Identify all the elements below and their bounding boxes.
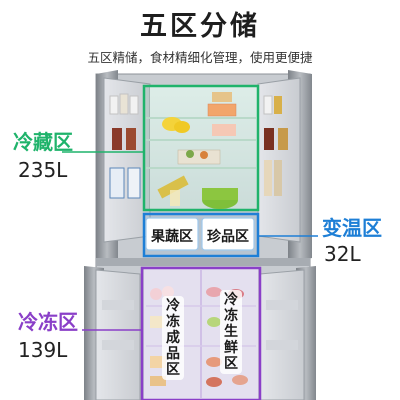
page-title: 五区分储 — [140, 11, 260, 42]
glass — [170, 190, 180, 206]
fruit-veg-drawer-label: 果蔬区 — [151, 229, 193, 245]
door-bin — [102, 300, 134, 310]
frozen-food — [206, 357, 222, 367]
dish-food — [186, 150, 194, 158]
frozen-food — [150, 376, 166, 386]
wine-bottle — [157, 175, 189, 199]
freezer-finished-label: 冷冻成品区 — [162, 296, 184, 380]
door-bottle — [119, 93, 129, 115]
pot-body — [202, 188, 238, 200]
food-box — [207, 103, 237, 117]
food-tray — [212, 124, 236, 136]
lemon — [174, 121, 190, 133]
fridge-zone-capacity: 235L — [18, 158, 68, 182]
fruit-veg-drawer — [145, 217, 199, 251]
treasure-drawer-label: 珍品区 — [207, 229, 249, 245]
door-bottle — [274, 96, 282, 114]
frozen-food — [162, 286, 174, 298]
door-bottle — [278, 128, 288, 150]
page-subtitle: 五区精储，食材精细化管理，使用更便捷 — [87, 50, 313, 65]
frozen-food — [232, 375, 248, 385]
convert-zone-capacity: 32L — [324, 242, 361, 266]
right-lower-door-inner — [259, 269, 305, 400]
frozen-food — [150, 288, 162, 300]
middle-divider — [96, 258, 310, 266]
frozen-food — [206, 377, 222, 387]
door-bottle — [109, 95, 119, 115]
door-bottle — [274, 160, 282, 196]
frozen-food — [207, 317, 221, 327]
door-bin — [266, 300, 298, 310]
door-bottle — [264, 160, 272, 196]
door-bin — [102, 340, 134, 350]
door-bottle — [126, 128, 136, 150]
door-bottle — [264, 128, 274, 150]
frozen-food — [206, 287, 222, 297]
left-lower-door-inner — [95, 269, 141, 400]
dish — [177, 149, 221, 165]
treasure-drawer — [201, 217, 255, 251]
freezer-fresh-label: 冷冻生鲜区 — [220, 290, 242, 374]
door-bottle — [112, 128, 122, 150]
food-box — [212, 92, 232, 102]
frozen-food — [150, 316, 164, 328]
convert-zone-name: 变温区 — [322, 216, 382, 240]
fridge-zone-name: 冷藏区 — [13, 130, 73, 154]
dish-food — [200, 151, 208, 159]
door-bottle — [129, 95, 139, 115]
freezer-zone-name: 冷冻区 — [18, 310, 78, 334]
freezer-zone-capacity: 139L — [18, 338, 68, 362]
door-carton — [127, 167, 141, 199]
door-carton — [109, 167, 125, 199]
door-bin — [266, 340, 298, 350]
door-bottle — [263, 95, 273, 115]
